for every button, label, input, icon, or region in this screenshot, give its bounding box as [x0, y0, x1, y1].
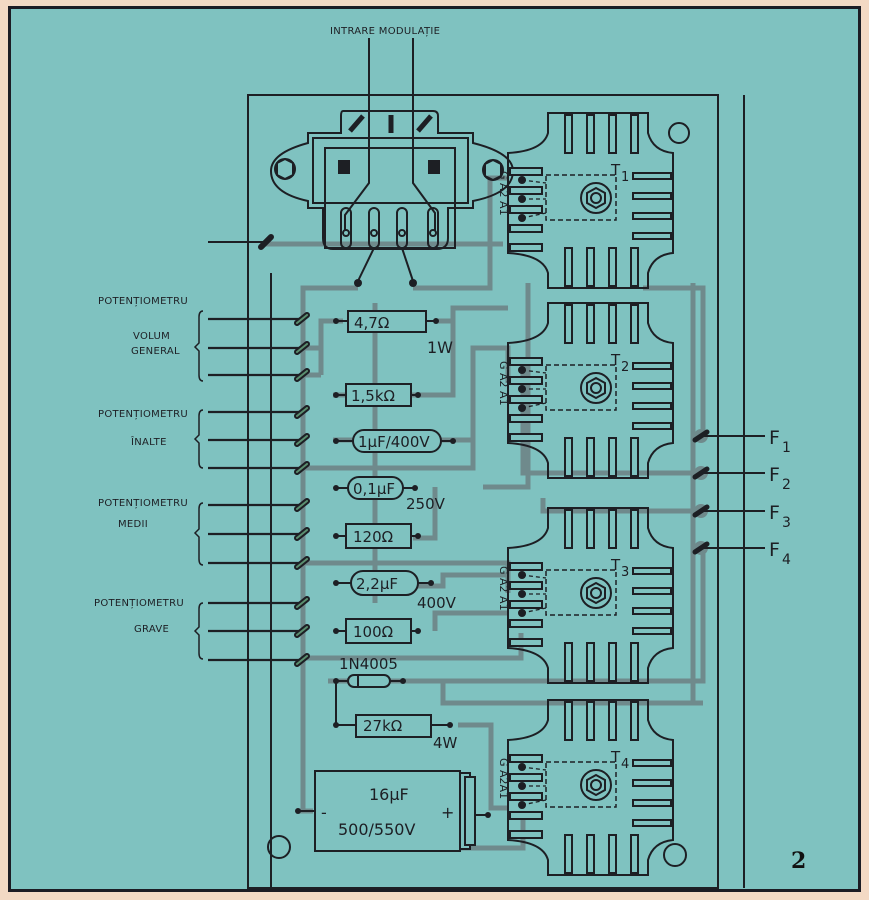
triac-label-1: T	[610, 161, 621, 179]
input-terminal	[258, 234, 274, 250]
triac-label-4: T	[610, 748, 621, 766]
triac-pin-labels-3: G A2 A1	[497, 566, 510, 611]
triac-pin-labels-4: G A2A1	[497, 758, 510, 799]
resistor-120	[345, 523, 412, 549]
potentiometer-wires	[208, 234, 310, 667]
output-index-f3: 3	[782, 515, 791, 531]
pot-treble-name: ÎNALTE	[130, 435, 167, 448]
triac-index-3: 3	[621, 565, 629, 580]
triac-label-2: T	[610, 351, 621, 369]
mounting-hole	[668, 122, 690, 144]
solder-pad	[354, 279, 362, 287]
capacitor-2u2	[350, 570, 419, 596]
output-index-f2: 2	[782, 477, 791, 493]
pot-volume-name-line2: GENERAL	[131, 346, 180, 357]
output-index-f1: 1	[782, 440, 791, 456]
pot-terminal-wire	[208, 368, 310, 382]
c3-value: 2,2µF	[356, 575, 398, 593]
components	[298, 310, 488, 852]
capacitor-16uf	[314, 770, 461, 852]
c4-plus: +	[441, 803, 454, 822]
pot-terminal-wire	[208, 341, 310, 355]
d1-value: 1N4005	[339, 655, 398, 673]
capacitor-0u1	[347, 476, 404, 500]
c4-minus: -	[321, 803, 327, 822]
pot-terminal-wire	[208, 624, 310, 638]
resistor-100	[345, 618, 412, 644]
triac-pin-labels-2: G A2 A1	[497, 361, 510, 406]
r5-power: 4W	[433, 734, 458, 752]
output-label-f4: F	[769, 539, 780, 561]
r5-value: 27kΩ	[363, 717, 402, 735]
transformer	[269, 110, 515, 282]
solder-pad	[409, 279, 417, 287]
pot-terminal-wire	[208, 498, 310, 512]
c1-value: 1µF/400V	[358, 433, 430, 451]
pot-mid-name: MEDII	[118, 519, 148, 530]
input-wires	[208, 38, 436, 243]
diode-1n4005	[347, 674, 391, 688]
pot-volume-name-line1: VOLUM	[133, 331, 170, 342]
pot-volume-title: POTENȚIOMETRU	[98, 296, 188, 307]
r4-value: 100Ω	[353, 623, 393, 641]
c2-value: 0,1µF	[353, 480, 395, 498]
triac-heatsink-4	[507, 699, 674, 876]
triac-pin-labels-1: G A2 A1	[497, 171, 510, 216]
output-label-f2: F	[769, 464, 780, 486]
triac-heatsink-2	[507, 302, 674, 479]
pot-terminal-wire	[208, 405, 310, 419]
c4-voltage: 500/550V	[338, 820, 415, 839]
figure-number: 2	[791, 848, 806, 874]
output-index-f4: 4	[782, 552, 791, 568]
pot-bass-name: GRAVE	[134, 624, 169, 635]
triac-heatsink-3	[507, 507, 674, 684]
pcb-layout-diagram: POTENȚIOMETRU VOLUM GENERAL POTENȚIOMETR…	[94, 26, 806, 889]
capacitor-1uf	[352, 429, 442, 453]
diagram-sheet: POTENȚIOMETRU VOLUM GENERAL POTENȚIOMETR…	[8, 6, 861, 892]
triac-index-4: 4	[621, 757, 629, 772]
pot-terminal-wire	[208, 653, 310, 667]
r1-power: 1W	[427, 338, 453, 357]
input-modulation-label: INTRARE MODULAȚIE	[330, 26, 440, 37]
braces	[193, 310, 204, 660]
output-label-f1: F	[769, 427, 780, 449]
pot-terminal-wire	[208, 527, 310, 541]
resistor-27k	[355, 714, 432, 738]
pot-bass-title: POTENȚIOMETRU	[94, 598, 184, 609]
pot-terminal-wire	[208, 433, 310, 447]
pot-terminal-wire	[208, 556, 310, 570]
triac-index-1: 1	[621, 170, 629, 185]
c4-value: 16µF	[369, 785, 409, 804]
c2-voltage: 250V	[406, 495, 446, 513]
output-label-f3: F	[769, 502, 780, 524]
c3-voltage: 400V	[417, 594, 457, 612]
r1-value: 4,7Ω	[354, 314, 389, 332]
mounting-hole	[267, 835, 291, 859]
triac-heatsink-1	[507, 112, 674, 289]
pot-terminal-wire	[208, 596, 310, 610]
pot-terminal-wire	[208, 312, 310, 326]
triac-label-3: T	[610, 556, 621, 574]
resistor-1k5	[345, 383, 412, 407]
pot-terminal-wire	[208, 461, 310, 475]
r2-value: 1,5kΩ	[351, 387, 395, 405]
pot-mid-title: POTENȚIOMETRU	[98, 498, 188, 509]
r3-value: 120Ω	[353, 528, 393, 546]
component-pads	[295, 318, 491, 818]
mounting-hole	[663, 843, 687, 867]
triac-index-2: 2	[621, 360, 629, 375]
pot-treble-title: POTENȚIOMETRU	[98, 409, 188, 420]
resistor-4r7	[347, 310, 427, 333]
